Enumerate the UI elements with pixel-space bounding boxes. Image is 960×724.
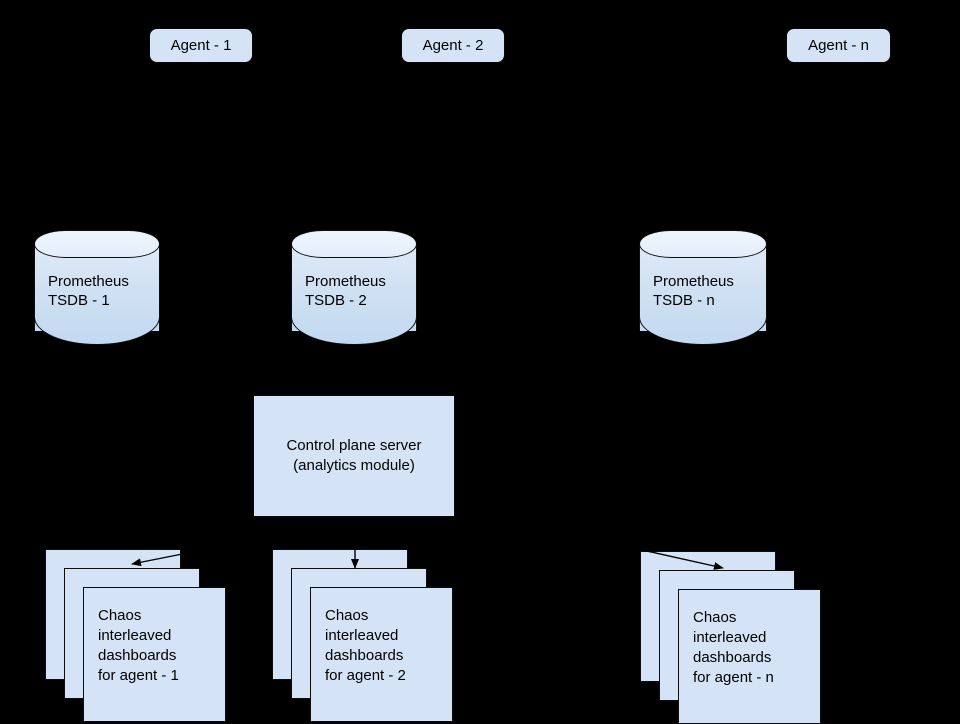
cylinder-top-ellipse <box>291 230 417 258</box>
cylinder-bottom-ellipse <box>291 317 417 345</box>
control-plane-server-line-1: Control plane server <box>286 437 422 454</box>
database-node-tsdb-2-label: Prometheus TSDB - 2 <box>305 273 386 309</box>
connector-tsdbn-to-control-plane <box>454 344 704 431</box>
database-node-tsdb-2[interactable]: Prometheus TSDB - 2 <box>291 230 417 345</box>
cylinder-top-ellipse <box>639 230 767 258</box>
agent-node-2-label: Agent - 2 <box>422 37 484 54</box>
control-plane-server-line-2: (analytics module) <box>293 457 415 474</box>
connector-agent2-to-tsdb2 <box>353 62 454 229</box>
agent-node-1-label: Agent - 1 <box>170 37 232 54</box>
control-plane-server-node[interactable]: Control plane server (analytics module) <box>253 395 455 517</box>
dashboard-stack-agent-n-label: Chaos interleaved dashboards for agent -… <box>693 609 774 686</box>
agent-node-2[interactable]: Agent - 2 <box>401 28 505 63</box>
dashboard-stack-agent-1[interactable]: Chaos interleaved dashboards for agent -… <box>45 549 226 722</box>
agent-node-1[interactable]: Agent - 1 <box>149 28 253 63</box>
database-node-tsdb-n-label: Prometheus TSDB - n <box>653 273 734 309</box>
cylinder-top-ellipse <box>34 230 160 258</box>
database-node-tsdb-n[interactable]: Prometheus TSDB - n <box>639 230 767 345</box>
database-node-tsdb-1[interactable]: Prometheus TSDB - 1 <box>34 230 160 345</box>
dashboard-card-front <box>678 589 821 724</box>
connector-agent1-to-tsdb1 <box>96 62 202 229</box>
dashboard-stack-agent-n[interactable]: Chaos interleaved dashboards for agent -… <box>640 551 821 724</box>
database-node-tsdb-1-label: Prometheus TSDB - 1 <box>48 273 129 309</box>
dashboard-card-front <box>83 587 226 722</box>
dashboard-stack-agent-1-label: Chaos interleaved dashboards for agent -… <box>98 607 179 684</box>
agent-node-n[interactable]: Agent - n <box>786 28 891 63</box>
dashboard-stack-agent-2-label: Chaos interleaved dashboards for agent -… <box>325 607 406 684</box>
cylinder-bottom-ellipse <box>639 317 767 345</box>
agent-node-n-label: Agent - n <box>808 37 869 54</box>
cylinder-bottom-ellipse <box>34 317 160 345</box>
connector-tsdb1-to-control-plane <box>96 344 254 431</box>
dashboard-stack-agent-2[interactable]: Chaos interleaved dashboards for agent -… <box>272 549 453 722</box>
connector-agentn-to-tsdbn <box>702 62 839 229</box>
